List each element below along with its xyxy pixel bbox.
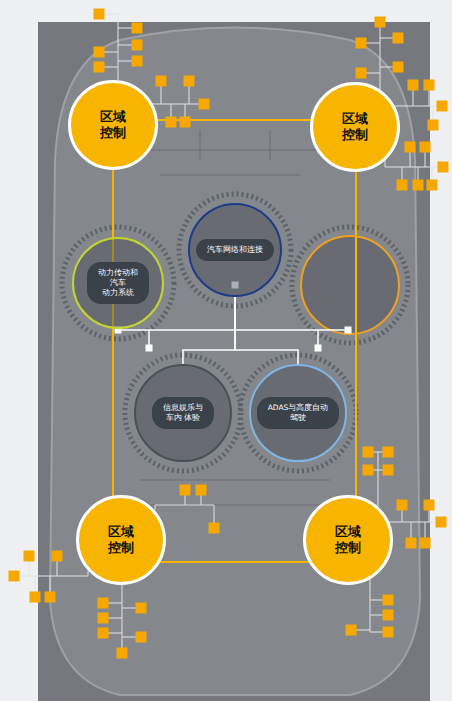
zone-control-circle: 区域 控制	[303, 495, 393, 585]
domain-label: 汽车网络和连接	[196, 239, 274, 261]
domain-circle: 汽车网络和连接	[188, 203, 282, 297]
zone-label: 区域 控制	[335, 524, 361, 557]
domain-circle: 信息娱乐与 车内 体验	[134, 364, 232, 462]
car-silhouette	[50, 28, 420, 696]
domain-label: 动力传动和 汽车 动力系统	[87, 262, 149, 304]
zone-control-circle: 区域 控制	[76, 495, 166, 585]
ecu-squares	[9, 9, 449, 659]
zone-control-circle: 区域 控制	[310, 82, 400, 172]
network-connector	[183, 297, 235, 364]
zone-wires	[14, 14, 443, 653]
domain-label: ADAS与高度自动 驾驶	[257, 397, 340, 429]
zone-label: 区域 控制	[342, 111, 368, 144]
network-connector	[235, 297, 298, 364]
zone-label: 区域 控制	[108, 524, 134, 557]
zone-control-circle: 区域 控制	[68, 80, 158, 170]
domain-circle: 动力传动和 汽车 动力系统	[72, 237, 164, 329]
empty-domain-circle	[301, 236, 399, 334]
grey-panel	[38, 22, 430, 701]
domain-label: 信息娱乐与 车内 体验	[152, 397, 214, 429]
domain-circle: ADAS与高度自动 驾驶	[249, 364, 347, 462]
zone-label: 区域 控制	[100, 109, 126, 142]
zone-frame	[113, 120, 356, 562]
